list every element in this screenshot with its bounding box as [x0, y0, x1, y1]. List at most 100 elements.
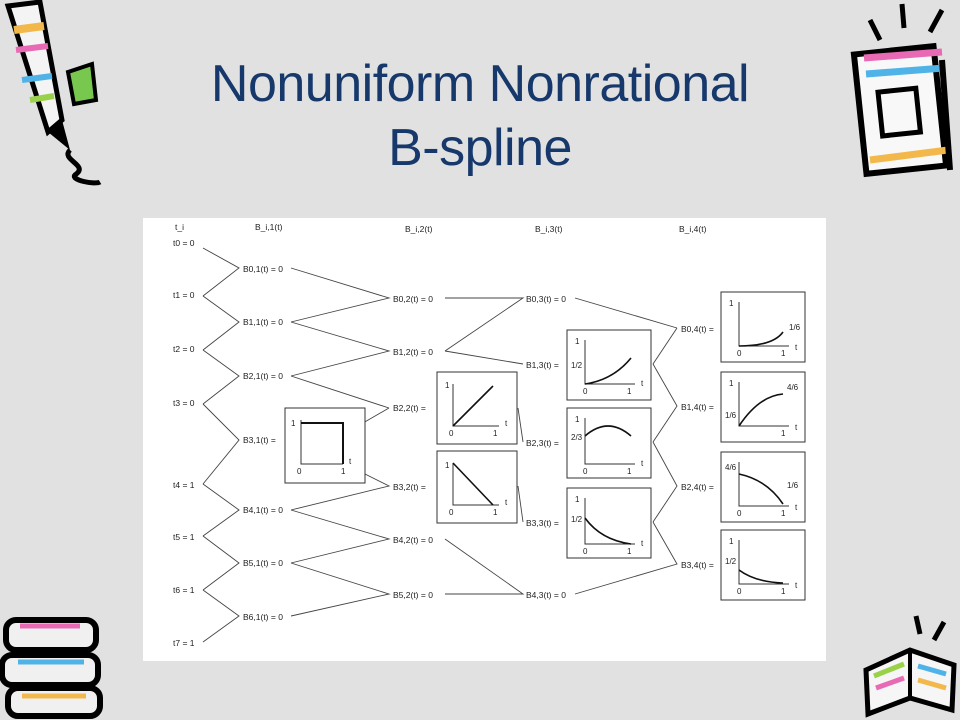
title-line-1: Nonuniform Nonrational [210, 55, 750, 113]
axis-zero: 0 [737, 509, 742, 518]
axis-t: t [349, 457, 352, 466]
b24-label: B2,4(t) = [681, 482, 714, 492]
b11-label: B1,1(t) = 0 [243, 317, 283, 327]
b02-label: B0,2(t) = 0 [393, 294, 433, 304]
axis-half: 1/2 [571, 515, 583, 524]
axis-one: 1 [575, 495, 580, 504]
order2-connectors [444, 297, 525, 595]
header-t: t_i [175, 222, 184, 232]
b14-label: B1,4(t) = [681, 402, 714, 412]
open-book-icon [863, 615, 957, 718]
plot-b32: 1 0 1 t [436, 450, 518, 524]
axis-sixth: 1/6 [789, 323, 801, 332]
axis-zero: 0 [297, 467, 302, 476]
axis-one: 1 [781, 587, 786, 596]
recursion-diagram: t_i B_i,1(t) B_i,2(t) B_i,3(t) B_i,4(t) … [173, 222, 806, 648]
knot-label: t6 = 1 [173, 585, 195, 595]
b21-label: B2,1(t) = 0 [243, 371, 283, 381]
title-line-2: B-spline [388, 119, 572, 177]
plot-b22: 1 0 1 t [436, 371, 518, 445]
plot-b24: 4/6 1/6 0 1 t [720, 451, 806, 523]
axis-zero: 0 [737, 349, 742, 358]
axis-one: 1 [729, 299, 734, 308]
plot-b23: 1 2/3 0 1 t [566, 407, 652, 479]
plot-b14: 1 4/6 1/6 1 t [720, 371, 806, 443]
axis-t: t [641, 459, 644, 468]
axis-sixth: 1/6 [787, 481, 799, 490]
axis-t: t [795, 503, 798, 512]
plot-b31: 0 1 1 t [284, 407, 366, 484]
pencil-icon [4, 0, 102, 186]
axis-sixth: 1/6 [725, 411, 737, 420]
axis-one: 1 [627, 467, 632, 476]
b12-label: B1,2(t) = 0 [393, 347, 433, 357]
axis-one: 1 [627, 387, 632, 396]
axis-zero: 0 [449, 508, 454, 517]
knot-label: t2 = 0 [173, 344, 195, 354]
knot-label: t0 = 0 [173, 238, 195, 248]
knot-connectors [202, 247, 240, 643]
slide-title: Nonuniform Nonrational B-spline [0, 52, 960, 180]
axis-one: 1 [729, 379, 734, 388]
plot-b13: 1 1/2 0 1 t [566, 329, 652, 401]
b13-label: B1,3(t) = [526, 360, 559, 370]
axis-zero: 0 [737, 587, 742, 596]
axis-zero: 0 [449, 429, 454, 438]
axis-one: 1 [445, 381, 450, 390]
axis-zero: 0 [583, 547, 588, 556]
axis-one: 1 [575, 337, 580, 346]
order3-connectors [574, 297, 678, 595]
axis-t: t [505, 498, 508, 507]
knot-label: t5 = 1 [173, 532, 195, 542]
b23-label: B2,3(t) = [526, 438, 559, 448]
books-icon [0, 617, 103, 719]
axis-one: 1 [729, 537, 734, 546]
axis-one: 1 [781, 509, 786, 518]
axis-one: 1 [781, 429, 786, 438]
axis-one: 1 [627, 547, 632, 556]
b01-label: B0,1(t) = 0 [243, 264, 283, 274]
axis-t: t [505, 419, 508, 428]
plot-b33: 1 1/2 0 1 t [566, 487, 652, 559]
b61-label: B6,1(t) = 0 [243, 612, 283, 622]
notebook-icon [850, 3, 953, 178]
b51-label: B5,1(t) = 0 [243, 558, 283, 568]
knot-label: t1 = 0 [173, 290, 195, 300]
axis-one: 1 [493, 508, 498, 517]
b-spline-recursion-figure: t_i B_i,1(t) B_i,2(t) B_i,3(t) B_i,4(t) … [143, 218, 826, 661]
axis-one: 1 [445, 461, 450, 470]
axis-two-thirds: 2/3 [571, 433, 583, 442]
knot-label: t3 = 0 [173, 398, 195, 408]
plot-b34: 1 1/2 0 1 t [720, 529, 806, 601]
header-b2: B_i,2(t) [405, 224, 433, 234]
axis-one: 1 [493, 429, 498, 438]
axis-one: 1 [341, 467, 346, 476]
b22-label: B2,2(t) = [393, 403, 426, 413]
header-b1: B_i,1(t) [255, 222, 283, 232]
knot-label: t7 = 1 [173, 638, 195, 648]
axis-half: 1/2 [571, 361, 583, 370]
b52-label: B5,2(t) = 0 [393, 590, 433, 600]
b33-label: B3,3(t) = [526, 518, 559, 528]
b03-label: B0,3(t) = 0 [526, 294, 566, 304]
axis-half: 1/2 [725, 557, 737, 566]
b42-label: B4,2(t) = 0 [393, 535, 433, 545]
plot-b04: 1 1/6 0 1 t [720, 291, 806, 363]
axis-one: 1 [575, 415, 580, 424]
axis-zero: 0 [583, 387, 588, 396]
axis-t: t [795, 423, 798, 432]
b32-label: B3,2(t) = [393, 482, 426, 492]
axis-zero: 0 [583, 467, 588, 476]
header-b4: B_i,4(t) [679, 224, 707, 234]
axis-one: 1 [291, 419, 296, 428]
header-b3: B_i,3(t) [535, 224, 563, 234]
axis-t: t [795, 581, 798, 590]
axis-one: 1 [781, 349, 786, 358]
b43-label: B4,3(t) = 0 [526, 590, 566, 600]
axis-t: t [795, 343, 798, 352]
axis-t: t [641, 379, 644, 388]
knot-label: t4 = 1 [173, 480, 195, 490]
b41-label: B4,1(t) = 0 [243, 505, 283, 515]
axis-four-sixths: 4/6 [787, 383, 799, 392]
axis-t: t [641, 539, 644, 548]
